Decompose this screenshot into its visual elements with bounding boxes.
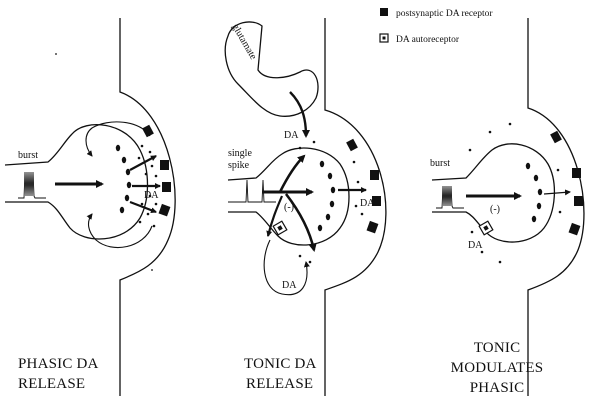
panel-caption-line1: TONIC <box>474 340 521 356</box>
da-label: DA <box>144 190 159 201</box>
spike-arrow-up <box>280 156 304 192</box>
burst-label: burst <box>430 158 450 169</box>
legend-autoreceptor-label: DA autoreceptor <box>396 35 460 45</box>
postsynaptic-receptors <box>550 131 583 236</box>
speck <box>151 269 153 271</box>
panel-caption-line2: MODULATES <box>451 360 544 376</box>
single-label: single <box>228 148 252 159</box>
da-label-upper: DA <box>284 130 299 141</box>
spike-label: spike <box>228 160 250 171</box>
panel-caption-line3: PHASIC <box>470 380 525 396</box>
panel-caption-line1: TONIC DA <box>244 356 317 372</box>
legend: postsynaptic DA receptor DA autoreceptor <box>380 8 493 45</box>
autoreceptor-icon <box>479 221 493 235</box>
reuptake-arrow-lower <box>89 214 152 248</box>
vesicles <box>116 145 131 213</box>
autoreceptor-inhibition-label: (-) <box>284 202 294 213</box>
da-label-lower: DA <box>282 280 297 291</box>
burst-label: burst <box>18 150 38 161</box>
panel-tonic: glutamate single spike (-) <box>225 18 386 396</box>
legend-postsynaptic-label: postsynaptic DA receptor <box>396 9 493 19</box>
burst-waveform <box>436 186 464 208</box>
panel-caption-line1: PHASIC DA <box>18 356 99 372</box>
postsynaptic-membrane <box>528 18 584 396</box>
postsynaptic-receptor-icon <box>380 8 388 16</box>
da-label: DA <box>468 240 483 251</box>
release-arrow <box>544 192 570 194</box>
panel-caption-line2: RELEASE <box>18 376 85 392</box>
burst-waveform <box>18 172 46 198</box>
da-label-right: DA <box>360 198 375 209</box>
vesicles <box>318 161 335 231</box>
autoreceptor-icon <box>380 34 388 42</box>
panel-caption-line2: RELEASE <box>246 376 313 392</box>
panel-tonic-modulates-phasic: burst (-) DA TONIC MODULATES PHASIC <box>430 18 584 396</box>
postsynaptic-receptors <box>346 139 381 234</box>
autoreceptor-inhibition-label: (-) <box>490 204 500 215</box>
panel-phasic: burst DA PHASIC DA RELEASE <box>5 18 175 396</box>
vesicles <box>526 163 542 222</box>
speck <box>55 53 57 55</box>
